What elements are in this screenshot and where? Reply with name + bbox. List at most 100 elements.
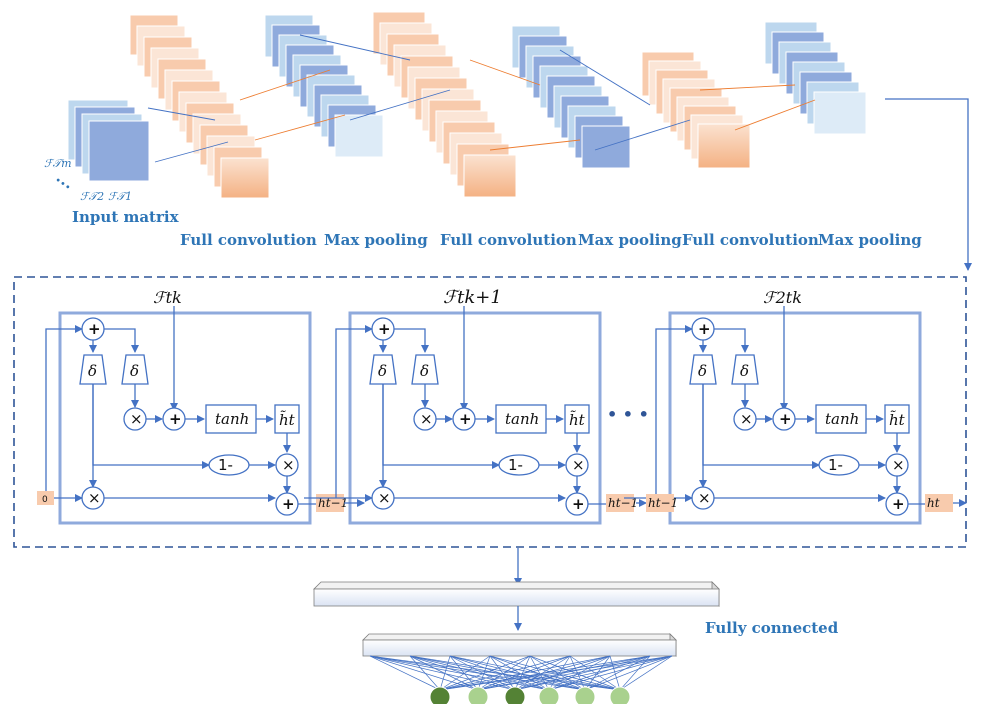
fc-connection xyxy=(477,655,491,691)
fc-connection xyxy=(477,655,651,691)
rnn-region xyxy=(13,276,967,548)
update-gate-wire xyxy=(702,384,820,469)
state-loop-wire xyxy=(45,325,83,498)
fc-connection xyxy=(584,655,611,691)
add-symbol: + xyxy=(892,495,905,513)
feature-map xyxy=(581,125,631,169)
fc-connection xyxy=(529,655,550,691)
update-gate-wire xyxy=(382,384,500,469)
sigma-gate-2-symbol: δ xyxy=(130,362,139,380)
mul-symbol: × xyxy=(282,456,295,474)
cnn-stack-6 xyxy=(641,51,751,169)
state-in-label-3: ht−1 xyxy=(648,496,678,510)
fc-connection xyxy=(449,655,479,691)
output-nodes xyxy=(429,686,631,704)
fc-connection xyxy=(439,655,451,691)
add-to-sigma-wire xyxy=(714,328,749,353)
initial-state-label: 0 xyxy=(42,495,48,505)
tanh-box xyxy=(495,404,547,434)
add-symbol: + xyxy=(459,410,472,428)
feature-map xyxy=(813,91,867,135)
output-node-2 xyxy=(467,686,489,704)
input-matrix-label: Input matrix xyxy=(72,208,180,226)
feature-label-1: ℱ𝒯1 xyxy=(108,190,132,203)
fc-connection xyxy=(409,655,621,691)
fc-connection xyxy=(369,655,479,691)
feature-map xyxy=(334,114,384,158)
mul-symbol: × xyxy=(892,456,905,474)
cell-box xyxy=(58,311,312,525)
tanh-label: tanh xyxy=(505,410,539,428)
fc-connection xyxy=(449,655,621,691)
state-out-label: ht−1 xyxy=(318,496,348,510)
fc-connection xyxy=(514,655,571,691)
fc-connection xyxy=(369,655,621,691)
stack-connectors xyxy=(147,34,816,163)
fc-connection xyxy=(489,655,550,691)
fc-connection xyxy=(449,655,516,691)
stage-label-5: Full convolution xyxy=(682,231,819,249)
candidate-label: h̃t xyxy=(889,411,906,429)
fc-connection xyxy=(439,655,531,691)
add-symbol: + xyxy=(282,495,295,513)
one-minus-label: 1- xyxy=(218,456,233,474)
feature-map xyxy=(697,123,751,169)
fc-connection xyxy=(439,655,571,691)
feature-map xyxy=(220,157,270,199)
add-to-sigma-wire xyxy=(104,328,139,353)
state-out-label: ht xyxy=(927,496,940,510)
one-minus-label: 1- xyxy=(828,456,843,474)
fc-bar-1 xyxy=(313,581,720,607)
cnn-stack-1 xyxy=(67,99,150,182)
state-out-box xyxy=(925,494,953,512)
fc-connection xyxy=(548,655,611,691)
feature-map xyxy=(88,120,150,182)
cnn-stack-7 xyxy=(764,21,867,135)
state-loop-wire xyxy=(335,325,373,498)
sigma-gate-2 xyxy=(731,354,759,385)
fc-connection xyxy=(477,655,571,691)
sigma-gate-2-symbol: δ xyxy=(740,362,749,380)
fc-connection xyxy=(514,655,651,691)
add-symbol: + xyxy=(698,320,711,338)
stage-label-1: Full convolution xyxy=(180,231,317,249)
cnn-stack-2 xyxy=(129,14,270,199)
output-node-5 xyxy=(574,686,596,704)
fc-connection xyxy=(619,655,673,691)
add-symbol: + xyxy=(169,410,182,428)
fc-connection xyxy=(369,655,550,691)
fc-connection xyxy=(529,655,621,691)
cell-input-label: ℱtk+1 xyxy=(443,287,502,308)
sigma-gate-1 xyxy=(689,354,717,385)
fc-connection xyxy=(439,655,491,691)
cnn-stack-3 xyxy=(264,14,384,158)
fc-bar-2 xyxy=(362,633,677,657)
cnn-to-rnn-arrow xyxy=(885,98,972,271)
add-symbol: + xyxy=(88,320,101,338)
mul-symbol: × xyxy=(378,489,391,507)
candidate-label: h̃t xyxy=(279,411,296,429)
initial-state-box xyxy=(37,491,54,505)
add-symbol: + xyxy=(779,410,792,428)
fc-connection xyxy=(489,655,516,691)
fc-connection xyxy=(477,655,611,691)
mul-symbol: × xyxy=(88,489,101,507)
fc-connection xyxy=(489,655,621,691)
candidate-box xyxy=(564,404,590,434)
fc-connection xyxy=(548,655,571,691)
ellipsis: • • • xyxy=(607,405,649,424)
fc-connection xyxy=(609,655,621,691)
fully-connected-label: Fully connected xyxy=(705,619,839,637)
sigma-gate-1-symbol: δ xyxy=(378,362,387,380)
sigma-gate-1-symbol: δ xyxy=(88,362,97,380)
fc-connection xyxy=(584,655,651,691)
fc-connection xyxy=(619,655,651,691)
fc-connection xyxy=(369,655,441,691)
state-loop-wire xyxy=(655,325,693,498)
add-to-sigma-wire xyxy=(394,328,429,353)
stage-label-4: Max pooling xyxy=(578,231,682,249)
